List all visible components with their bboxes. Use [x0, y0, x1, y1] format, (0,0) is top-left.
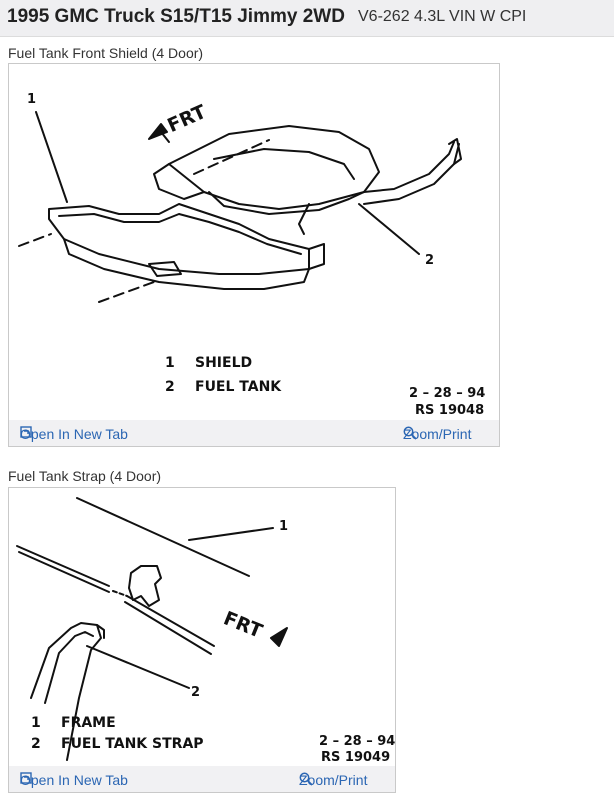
legend-label-frame: FRAME: [61, 715, 116, 731]
figure-ref-number: RS 19048: [415, 403, 485, 418]
legend-label-fuel-tank: FUEL TANK: [195, 379, 282, 395]
page-header: 1995 GMC Truck S15/T15 Jimmy 2WD V6-262 …: [0, 0, 614, 37]
callout-1: 1: [27, 92, 37, 107]
shield-diagram-illustration: [18, 111, 462, 303]
figure-date: 2 – 28 – 94: [319, 734, 396, 749]
open-new-tab-link[interactable]: Open In New Tab: [20, 772, 128, 788]
open-new-tab-label: Open In New Tab: [20, 426, 128, 442]
figure-ref-number: RS 19049: [321, 750, 391, 765]
legend-num-2: 2: [31, 736, 41, 752]
figure-footer: Open In New Tab Zoom/Print: [9, 766, 395, 792]
zoom-print-label: Zoom/Print: [403, 426, 472, 442]
zoom-magnifier-icon: [299, 772, 313, 786]
legend-label-shield: SHIELD: [195, 355, 253, 371]
figure-fuel-tank-shield[interactable]: 1 2 FRT 1 SHIELD 2 FUEL TANK 2 – 28 – 94…: [8, 63, 500, 447]
callout-2: 2: [425, 253, 435, 268]
figure-caption-strap: Fuel Tank Strap (4 Door): [8, 468, 162, 484]
zoom-print-link[interactable]: Zoom/Print: [403, 426, 471, 442]
open-new-tab-label: Open In New Tab: [20, 772, 128, 788]
legend-num-1: 1: [165, 355, 175, 371]
open-new-tab-icon: [20, 426, 32, 438]
figure-footer: Open In New Tab Zoom/Print: [9, 420, 499, 446]
legend-label-fuel-tank-strap: FUEL TANK STRAP: [61, 736, 204, 752]
open-new-tab-icon: [20, 772, 32, 784]
page-subtitle: V6-262 4.3L VIN W CPI: [358, 8, 527, 25]
legend-num-2: 2: [165, 379, 175, 395]
figure-date: 2 – 28 – 94: [409, 386, 486, 401]
callout-1: 1: [279, 519, 289, 534]
open-new-tab-link[interactable]: Open In New Tab: [20, 426, 128, 442]
zoom-magnifier-icon: [403, 426, 417, 440]
page-title: 1995 GMC Truck S15/T15 Jimmy 2WD: [7, 6, 345, 27]
zoom-print-link[interactable]: Zoom/Print: [299, 772, 367, 788]
figure-caption-shield: Fuel Tank Front Shield (4 Door): [8, 45, 204, 61]
strap-diagram-illustration: [16, 497, 288, 761]
legend-num-1: 1: [31, 715, 41, 731]
figure-fuel-tank-strap[interactable]: 1 2 FRT 1 FRAME 2 FUEL TANK STRAP 2 – 28…: [8, 487, 396, 793]
zoom-print-label: Zoom/Print: [299, 772, 368, 788]
callout-2: 2: [191, 685, 201, 700]
